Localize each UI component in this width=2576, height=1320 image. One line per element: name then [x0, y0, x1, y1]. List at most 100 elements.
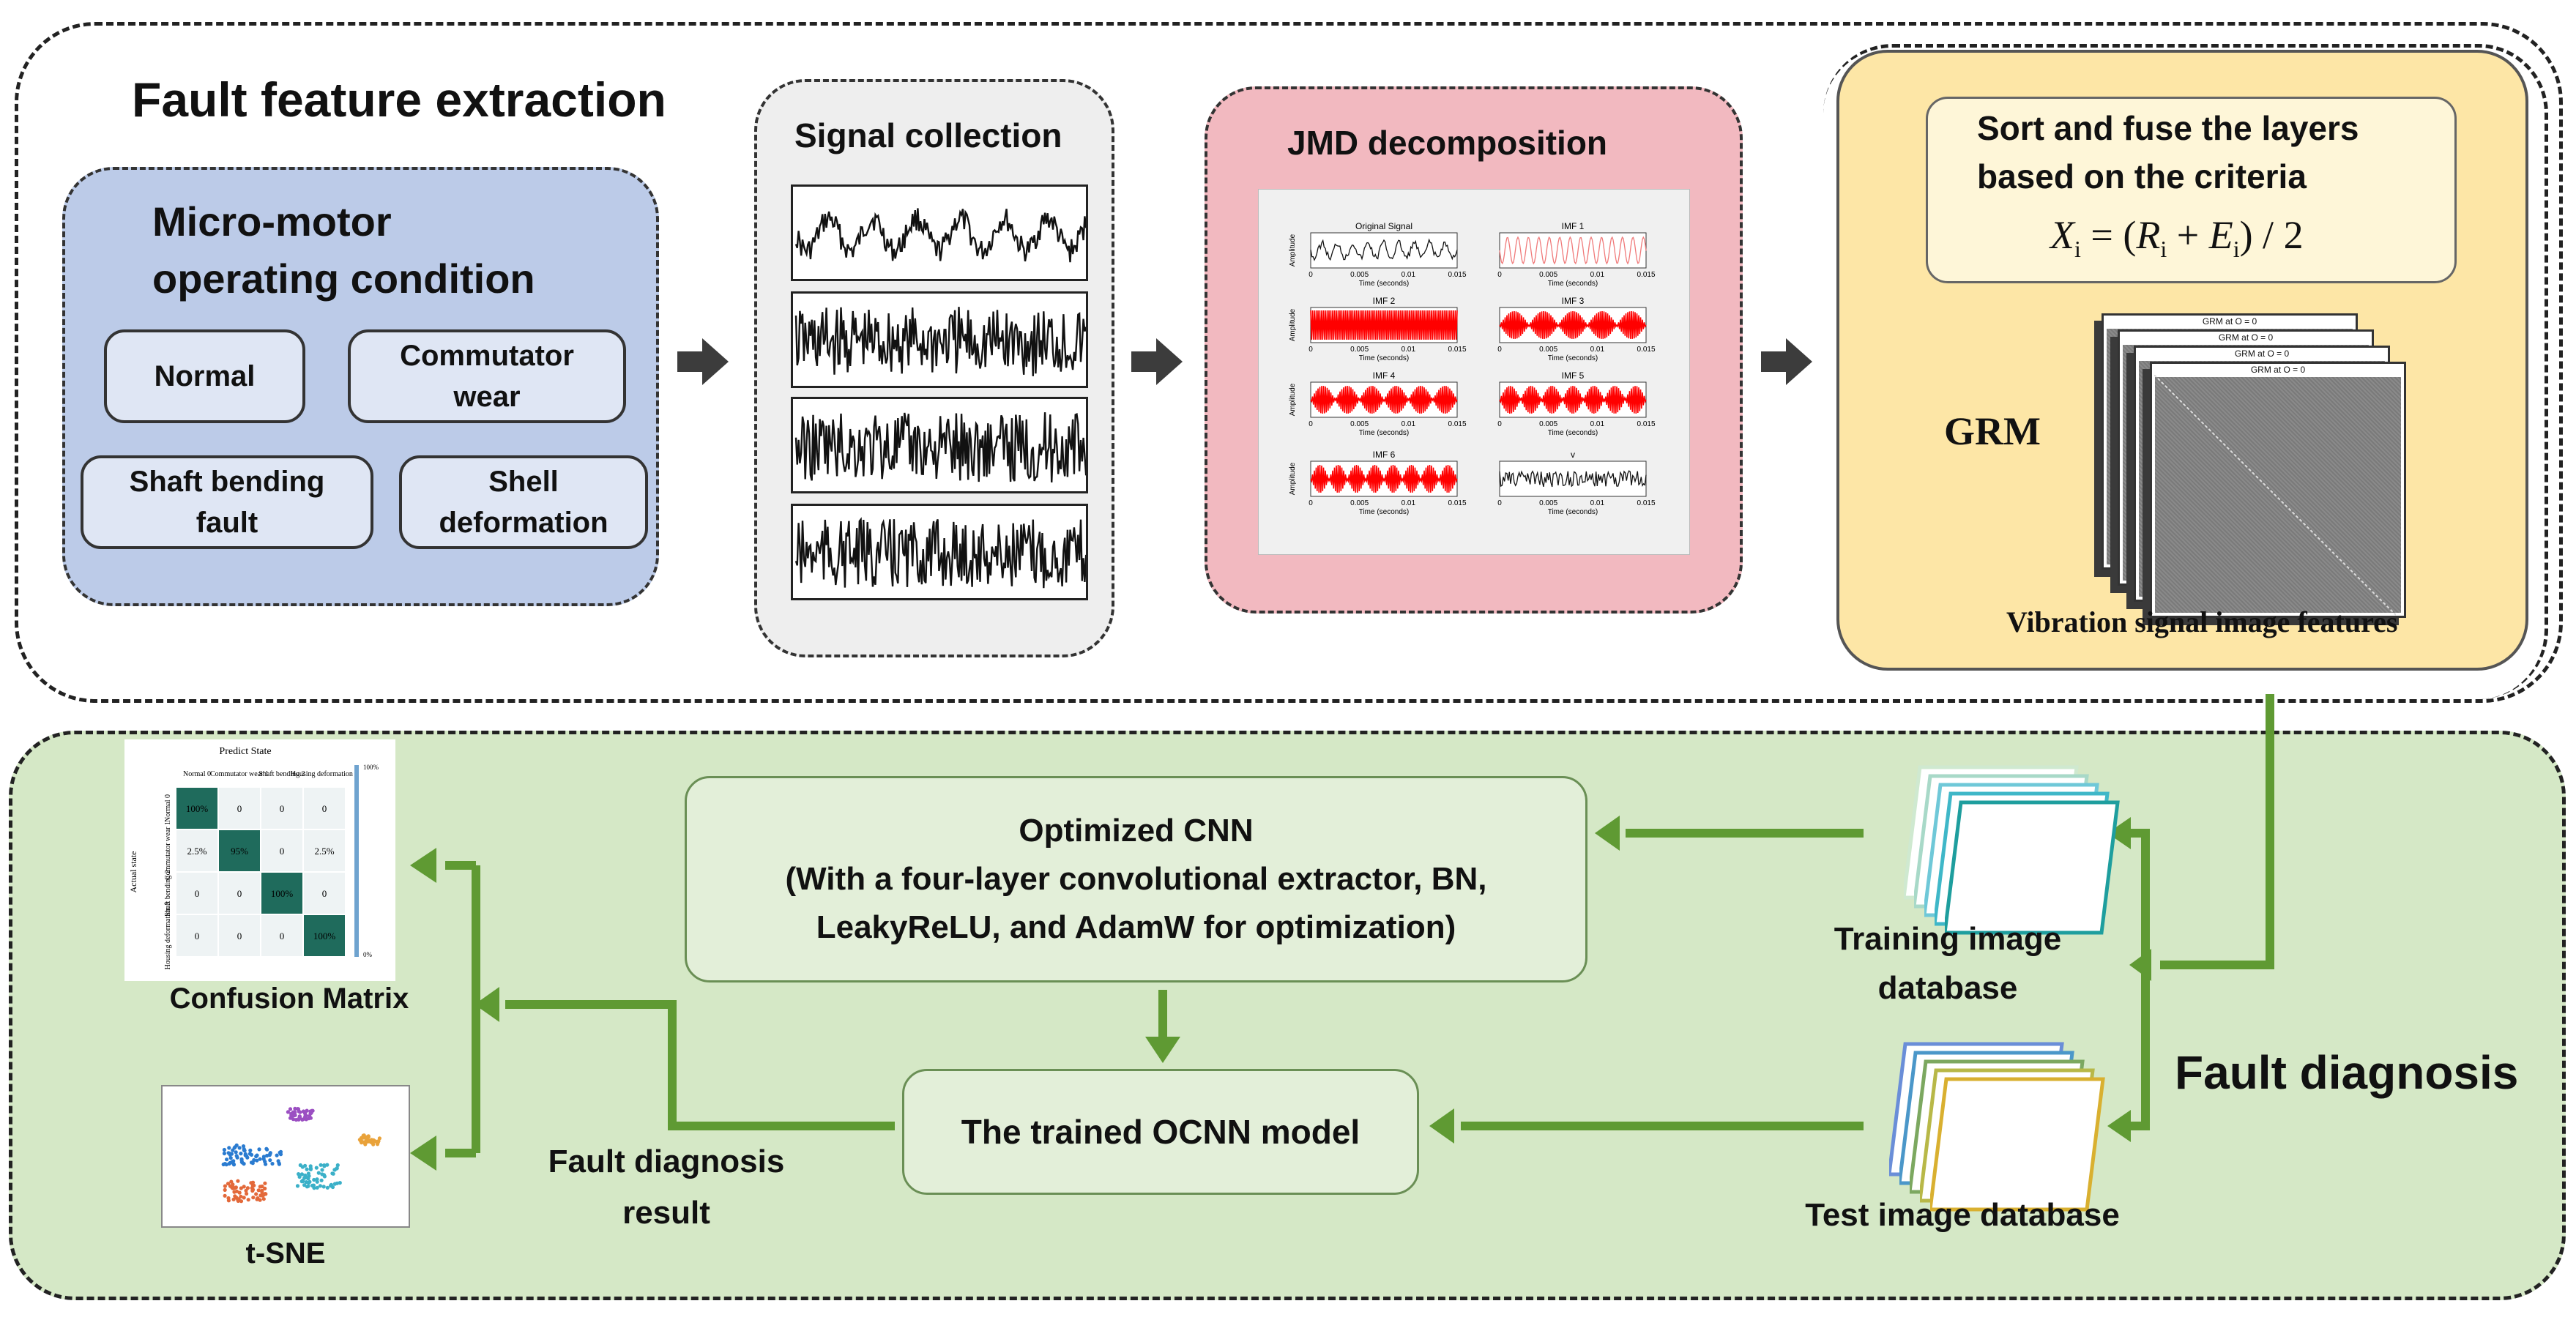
jmd-xtick: 0 [1497, 271, 1502, 279]
tsne-point [316, 1171, 321, 1175]
jmd-subplot-title: IMF 2 [1373, 296, 1396, 306]
tsne-point [286, 1110, 290, 1114]
jmd-xtick: 0.005 [1350, 420, 1369, 428]
tsne-point [229, 1179, 234, 1184]
tsne-caption: t-SNE [245, 1237, 326, 1269]
jmd-trace [1310, 385, 1458, 414]
tsne-point [332, 1168, 337, 1172]
trained-model-label: The trained OCNN model [961, 1113, 1360, 1151]
confusion-cell-value: 0 [237, 888, 242, 899]
jmd-subplot-title: IMF 6 [1373, 450, 1396, 460]
tsne-point [258, 1157, 262, 1161]
tsne-point [297, 1174, 302, 1179]
confusion-cell [175, 914, 219, 958]
tsne-point [249, 1152, 254, 1157]
condition-commutator-line2: wear [453, 381, 521, 413]
tsne-point [312, 1177, 316, 1182]
jmd-xtick: 0.005 [1350, 271, 1369, 279]
tsne-point [257, 1147, 261, 1152]
tsne-point [260, 1190, 264, 1194]
tsne-point [248, 1148, 253, 1152]
jmd-xtick: 0.015 [1448, 420, 1466, 428]
tsne-point [221, 1162, 226, 1167]
jmd-xtick: 0.005 [1539, 420, 1557, 428]
feature-extraction-region [15, 22, 2563, 703]
jmd-xlabel: Time (seconds) [1359, 354, 1410, 362]
tsne-point [255, 1153, 259, 1157]
tsne-point [224, 1163, 228, 1167]
tsne-point [256, 1196, 260, 1201]
confusion-cell [217, 829, 261, 873]
tsne-point [229, 1152, 234, 1156]
tsne-point [305, 1167, 309, 1171]
tsne-point [244, 1188, 248, 1193]
tsne-point [261, 1193, 266, 1197]
jmd-subplot-title: IMF 5 [1562, 370, 1585, 381]
tsne-point [366, 1139, 371, 1144]
tsne-point [234, 1150, 238, 1155]
tsne-point [258, 1185, 262, 1189]
tsne-point [295, 1184, 300, 1188]
jmd-xtick: 0 [1309, 346, 1313, 354]
tsne-point [318, 1184, 322, 1188]
arrow-right-icon [677, 338, 729, 385]
tsne-point [232, 1190, 237, 1194]
test-db-label: Test image database [1805, 1197, 2120, 1233]
tsne-point [298, 1163, 302, 1168]
jmd-xtick: 0.015 [1448, 271, 1466, 279]
jmd-xtick: 0.015 [1637, 271, 1655, 279]
jmd-xtick: 0.01 [1590, 271, 1605, 279]
confusion-row-label: Shaft bending 2 [164, 870, 172, 916]
arrow-right-icon [1131, 338, 1183, 385]
jmd-xtick: 0.01 [1401, 346, 1416, 354]
tsne-point [308, 1167, 313, 1171]
confusion-cell [217, 786, 261, 830]
tsne-point [226, 1198, 231, 1203]
tsne-point [315, 1177, 319, 1182]
condition-normal-line1: Normal [154, 360, 256, 392]
database-image-sheet [1945, 800, 2120, 935]
tsne-point [338, 1181, 342, 1185]
jmd-ylabel: Amplitude [1289, 383, 1297, 416]
tsne-point [242, 1146, 246, 1152]
tsne-point [306, 1171, 310, 1176]
jmd-subplot-title: IMF 4 [1373, 370, 1396, 381]
tsne-point [325, 1185, 330, 1190]
confusion-cell-value: 0 [280, 803, 285, 814]
tsne-point [223, 1193, 227, 1198]
tsne-point [252, 1157, 256, 1163]
confusion-col-label: Housing deformation 3 [291, 770, 359, 778]
tsne-point [297, 1172, 301, 1177]
tsne-point [239, 1186, 243, 1190]
confusion-cell [302, 914, 346, 958]
confusion-row-label: Normal 0 [164, 794, 172, 822]
tsne-point [251, 1196, 256, 1200]
jmd-subplot-title: IMF 3 [1562, 296, 1585, 306]
jmd-xtick: 0.005 [1539, 499, 1557, 507]
jmd-trace [1310, 464, 1458, 493]
confusion-cell-value: 0 [280, 846, 285, 857]
signal-collection-title: Signal collection [794, 116, 1062, 154]
condition-commutator-wear: Commutator wear [348, 329, 626, 423]
tsne-point [304, 1175, 308, 1179]
tsne-point [261, 1157, 266, 1161]
tsne-point [231, 1159, 236, 1163]
confusion-row-label: Commutator wear 1 [164, 821, 172, 880]
confusion-col-label: Commutator wear 1 [210, 770, 269, 778]
condition-shell-line1: Shell [488, 466, 559, 498]
jmd-xtick: 0 [1497, 420, 1502, 428]
tsne-point [236, 1198, 240, 1203]
tsne-point [304, 1114, 308, 1118]
tsne-point [296, 1107, 300, 1111]
confusion-cell-value: 0 [237, 803, 242, 814]
tsne-point [331, 1171, 335, 1176]
formula-eq: = ( [2080, 213, 2137, 257]
signal-trace [794, 307, 1086, 376]
result-line1: Fault diagnosis [548, 1144, 785, 1179]
tsne-point [231, 1183, 235, 1187]
jmd-xtick: 0.01 [1401, 499, 1416, 507]
